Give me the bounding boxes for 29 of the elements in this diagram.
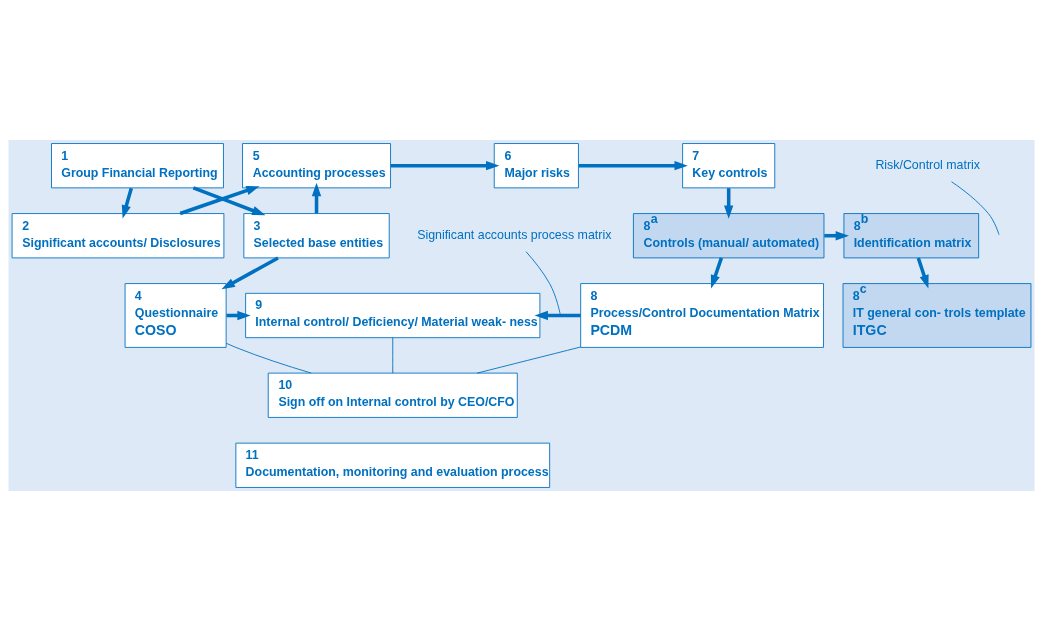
arrow — [390, 160, 500, 170]
arrow — [311, 182, 322, 213]
connector — [225, 342, 312, 373]
arrow — [534, 310, 581, 320]
connector — [951, 180, 1000, 235]
connector — [525, 250, 561, 315]
arrow — [724, 187, 734, 219]
arrow — [710, 256, 724, 288]
node-box: 11 Documentation, monitoring and evaluation process — [235, 442, 551, 488]
node-box: 7 Key controls — [682, 142, 776, 188]
node-box: 3 Selected base entities — [243, 212, 390, 258]
node-text: Risk/Control matrix — [875, 157, 981, 172]
arrow — [824, 230, 849, 240]
node-box: 1 Group Financial Reporting — [51, 142, 224, 188]
node-box: 8 Process/Control Documentation Matrix PCDM — [580, 282, 824, 348]
arrow — [192, 185, 266, 215]
connector — [476, 346, 581, 374]
node-box: 4 Questionnaire COSO — [124, 282, 227, 348]
node-box: 10 Sign off on Internal control by CEO/CFO — [267, 372, 518, 418]
arrow — [916, 256, 929, 288]
arrow — [221, 255, 279, 289]
node-box: 5 Accounting processes — [242, 142, 391, 188]
node-box: 6 Major risks — [493, 142, 579, 188]
arrow — [121, 187, 133, 219]
node-text: Significant accounts process matrix — [417, 227, 612, 242]
node-box: 9 Internal control/ Deficiency/ Material weak- ness — [245, 292, 541, 338]
arrow — [578, 160, 688, 170]
connector — [392, 336, 394, 374]
node-box: 2 Significant accounts/ Disclosures — [11, 212, 225, 258]
